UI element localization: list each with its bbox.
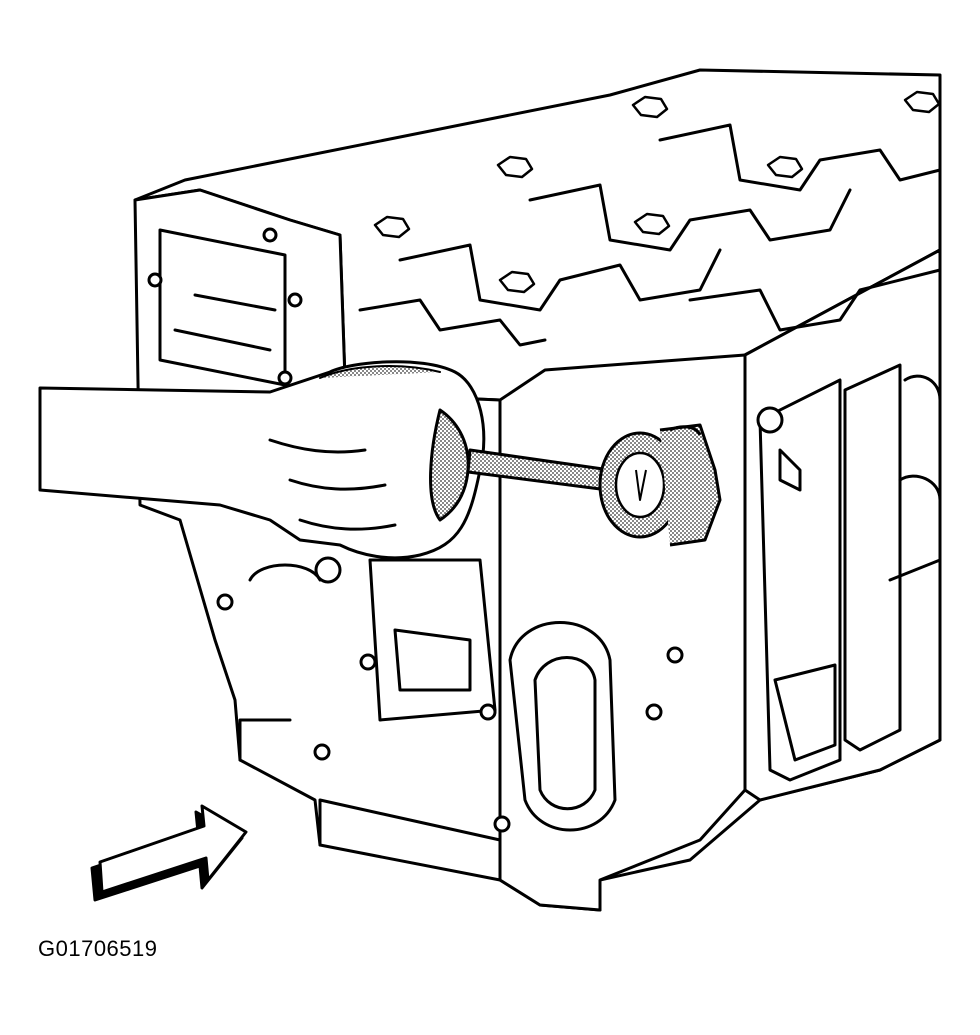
hand-illustration xyxy=(38,360,486,560)
engine-block-illustration xyxy=(133,68,942,912)
tool-illustration xyxy=(466,423,722,547)
direction-arrow-icon xyxy=(90,804,248,902)
figure-id-label: G01706519 xyxy=(38,936,158,961)
